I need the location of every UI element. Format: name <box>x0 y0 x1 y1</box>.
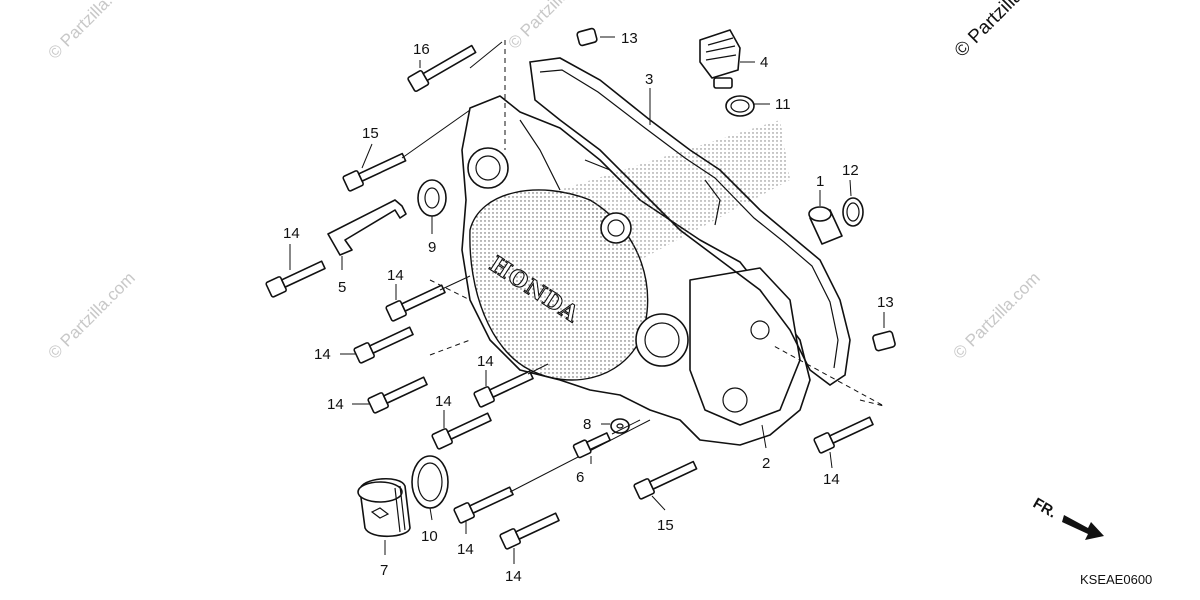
cover-gasket <box>529 57 851 386</box>
corner-watermark: © Partzilla.com <box>951 0 1056 62</box>
washer-8 <box>610 418 630 434</box>
bolt-14-d <box>367 376 428 414</box>
bolt-14-g <box>453 486 514 524</box>
callout-13-right: 13 <box>877 294 894 311</box>
callout-13-top: 13 <box>621 30 638 47</box>
callout-7: 7 <box>380 562 388 579</box>
callout-14-d: 14 <box>327 396 344 413</box>
callout-3: 3 <box>645 71 653 88</box>
callout-15-lower: 15 <box>657 517 674 534</box>
callout-labels: 16 13 4 3 11 15 1 12 9 14 5 14 13 14 14 … <box>283 30 894 585</box>
callout-14-i: 14 <box>823 471 840 488</box>
bolt-14-b <box>385 284 446 322</box>
bolt-14-h <box>499 512 560 550</box>
callout-14-e: 14 <box>477 353 494 370</box>
callout-6: 6 <box>576 469 584 486</box>
dowel-collar-13-top <box>576 27 598 47</box>
o-ring-11 <box>725 95 755 117</box>
callout-5: 5 <box>338 279 346 296</box>
leader-lines <box>289 36 885 564</box>
callout-16: 16 <box>413 41 430 58</box>
callout-8: 8 <box>583 416 591 433</box>
diagram-code: KSEAE0600 <box>1080 572 1152 587</box>
callout-15-upper: 15 <box>362 125 379 142</box>
bolt-14-f <box>431 412 492 450</box>
bolt-14-a <box>265 260 326 298</box>
watermark-text: © Partzilla.com <box>44 268 138 362</box>
bolt-15-lower <box>633 460 698 500</box>
watermark-text: © Partzilla.com <box>44 0 138 63</box>
crankcase-cover: HONDA <box>461 95 811 446</box>
callout-14-c: 14 <box>314 346 331 363</box>
bolt-16 <box>407 44 477 92</box>
callout-14-g: 14 <box>457 541 474 558</box>
callout-11: 11 <box>775 96 791 113</box>
oil-filler-cap-4 <box>699 29 741 89</box>
callout-12: 12 <box>842 162 859 179</box>
callout-10: 10 <box>421 528 438 545</box>
callout-14-b: 14 <box>387 267 404 284</box>
front-arrow-label: FR. <box>1030 495 1059 522</box>
collar-1 <box>808 206 843 245</box>
o-ring-12 <box>842 197 864 227</box>
bolt-14-i <box>813 416 874 454</box>
front-direction-arrow: FR. <box>1030 495 1104 540</box>
callout-14-f: 14 <box>435 393 452 410</box>
alignment-lines <box>429 40 885 407</box>
o-ring-10 <box>411 455 449 509</box>
callout-4: 4 <box>760 54 768 71</box>
callout-14-a: 14 <box>283 225 300 242</box>
callout-2: 2 <box>762 455 770 472</box>
watermark-text: © Partzilla.com <box>949 268 1043 362</box>
oil-seal-9 <box>417 179 447 217</box>
bolt-14-c <box>353 326 414 364</box>
callout-9: 9 <box>428 239 436 256</box>
clip-5 <box>327 199 407 256</box>
bolt-6 <box>572 432 611 459</box>
dowel-collar-13-right <box>872 330 896 352</box>
callout-14-h: 14 <box>505 568 522 585</box>
callout-1: 1 <box>816 173 824 190</box>
plug-cap-7 <box>357 477 411 538</box>
bolt-14-e <box>473 370 534 408</box>
bolt-15-upper <box>342 152 407 192</box>
